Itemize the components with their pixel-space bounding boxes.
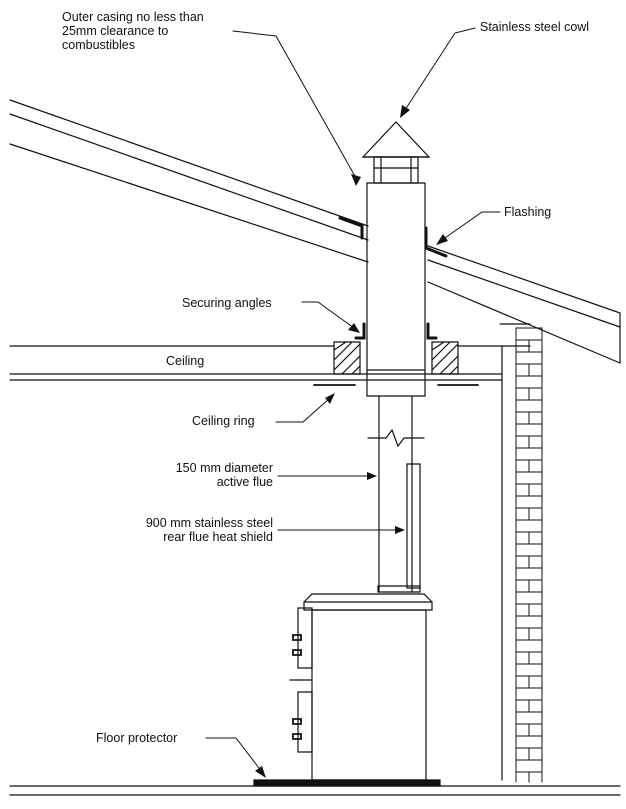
securing-angle-right [428, 324, 436, 338]
flue-pipe [368, 396, 424, 592]
leader-cowl [405, 28, 475, 110]
securing-angles-marks [356, 324, 436, 338]
roof-line-mid-left [10, 114, 368, 240]
stove [290, 594, 432, 780]
flashing-marks [340, 218, 446, 256]
leader-lines [206, 28, 500, 778]
stove-top [304, 594, 432, 602]
leader-outer-casing [233, 31, 356, 178]
flue-collar [378, 586, 420, 592]
roof-line-top-right [428, 246, 620, 313]
cowl-drawing [363, 122, 429, 183]
label-flashing: Flashing [504, 205, 552, 219]
roof [10, 100, 620, 363]
cowl-cap [363, 122, 429, 157]
label-active-flue: 150 mm diameter active flue [175, 461, 273, 489]
leader-ceiling-ring [276, 398, 330, 422]
label-cowl: Stainless steel cowl [480, 20, 590, 34]
label-securing-angles: Securing angles [182, 296, 272, 310]
label-heat-shield: 900 mm stainless steel rear flue heat sh… [145, 516, 273, 544]
floor [10, 780, 620, 795]
stove-door-lower [298, 692, 312, 752]
roof-line-bottom-left [10, 144, 368, 262]
ceiling-blocks [334, 342, 458, 374]
leader-floor-protector [206, 738, 262, 772]
roof-line-top-left [10, 100, 368, 226]
heat-shield [407, 464, 420, 588]
label-outer-casing: Outer casing no less than 25mm clearance… [62, 10, 204, 52]
ceiling [10, 346, 530, 780]
floor-protector-plate [254, 780, 440, 786]
brick-wall [516, 328, 542, 782]
leader-securing-angles [302, 302, 354, 328]
brick-courses [516, 340, 542, 782]
roof-line-bottom-right [428, 282, 620, 363]
outer-casing [367, 183, 425, 396]
stove-body [312, 610, 426, 780]
casing-body [367, 183, 425, 396]
roof-line-mid-right [428, 260, 620, 327]
flashing-left [340, 218, 362, 238]
label-ceiling: Ceiling [166, 354, 205, 368]
break-mark [386, 430, 408, 446]
label-ceiling-ring: Ceiling ring [192, 414, 255, 428]
securing-angle-left [356, 324, 364, 338]
label-floor-protector: Floor protector [96, 731, 178, 745]
leader-flashing [442, 212, 500, 240]
stove-door-upper [298, 608, 312, 668]
flashing-right [426, 228, 446, 256]
